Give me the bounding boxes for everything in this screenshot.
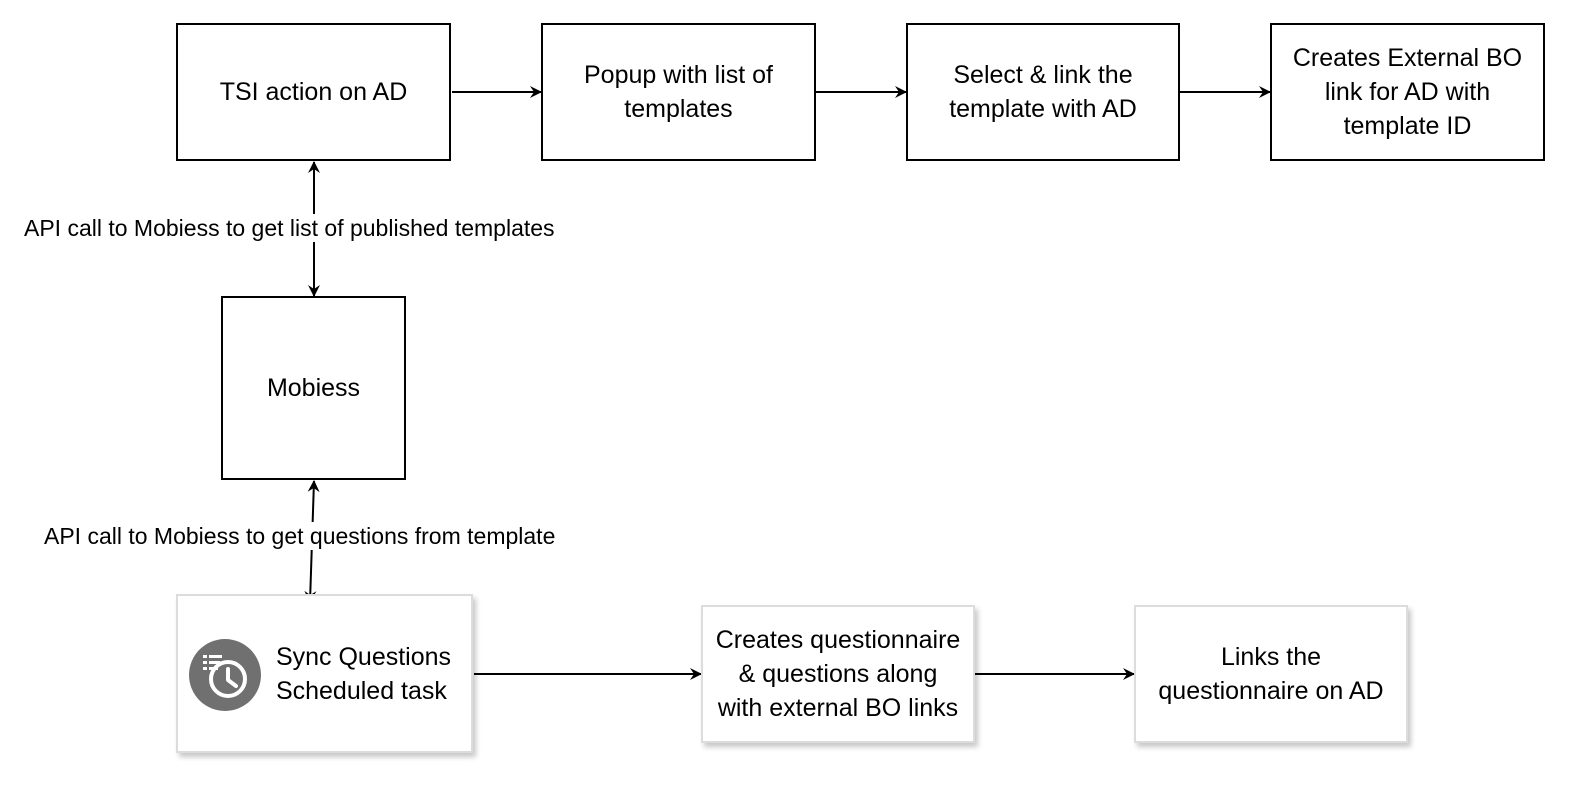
node-popup: Popup with list of templates xyxy=(541,23,816,161)
node-links-questionnaire: Links the questionnaire on AD xyxy=(1134,605,1408,743)
node-tsi-action-label: TSI action on AD xyxy=(219,78,408,106)
node-popup-label: Popup with list of templates xyxy=(584,61,773,123)
node-links-questionnaire-label: Links the questionnaire on AD xyxy=(1158,643,1384,705)
edge-label-api-templates: API call to Mobiess to get list of publi… xyxy=(22,214,557,242)
node-sync-task: Sync Questions Scheduled task xyxy=(176,594,473,753)
node-mobiess-label: Mobiess xyxy=(266,374,361,402)
node-creates-questionnaire-label: Creates questionnaire & questions along … xyxy=(715,626,961,722)
node-select-link: Select & link the template with AD xyxy=(906,23,1180,161)
node-mobiess: Mobiess xyxy=(221,296,406,480)
node-select-link-label: Select & link the template with AD xyxy=(949,61,1137,123)
node-creates-external-label: Creates External BO link for AD with tem… xyxy=(1292,44,1523,140)
node-sync-task-label: Sync Questions Scheduled task xyxy=(275,642,452,705)
node-tsi-action: TSI action on AD xyxy=(176,23,451,161)
scheduled-task-clock-icon xyxy=(189,639,261,711)
edge-label-api-questions: API call to Mobiess to get questions fro… xyxy=(42,522,558,550)
node-creates-questionnaire: Creates questionnaire & questions along … xyxy=(701,605,975,743)
node-creates-external: Creates External BO link for AD with tem… xyxy=(1270,23,1545,161)
